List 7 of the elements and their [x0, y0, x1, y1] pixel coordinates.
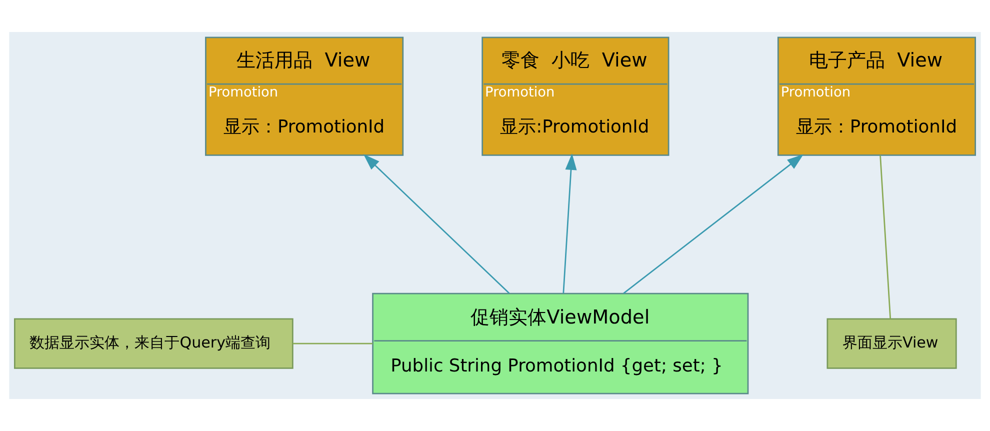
connector: [880, 155, 892, 319]
arrow: [562, 153, 577, 294]
arrow: [623, 154, 804, 294]
node-box: 界面显示View: [826, 318, 957, 369]
node-box: 数据显示实体，来自于Query端查询: [14, 318, 294, 369]
arrow: [363, 154, 510, 294]
connector: [292, 342, 373, 344]
